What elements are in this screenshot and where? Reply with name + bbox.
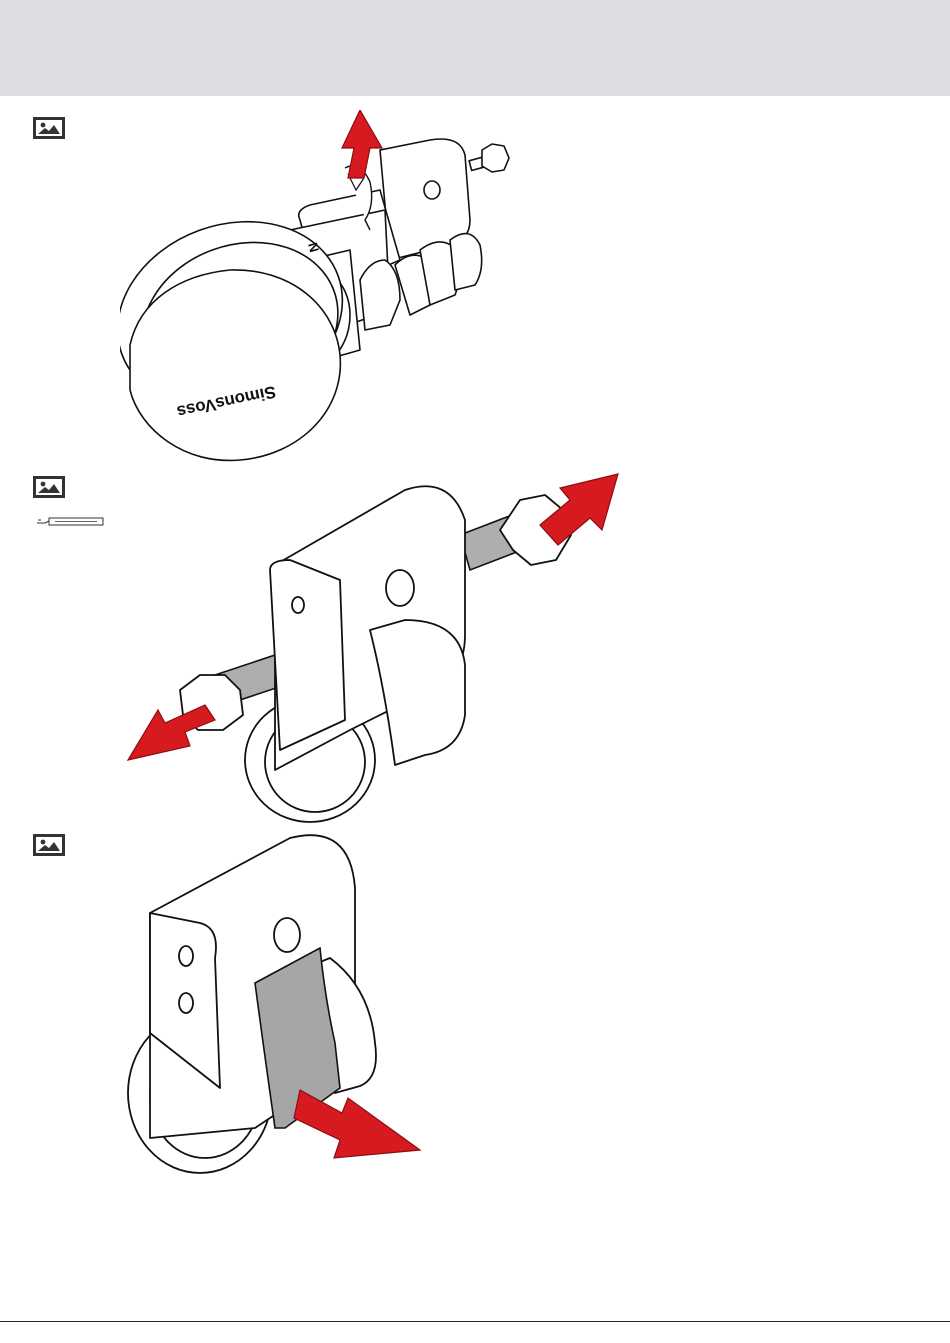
figure-step-2	[120, 470, 630, 830]
footer-rule	[0, 1321, 950, 1322]
clamp-illustration	[120, 470, 630, 830]
figure-step-3	[120, 828, 430, 1188]
picture-icon	[32, 116, 66, 140]
picture-icon	[32, 833, 66, 857]
header-band	[0, 0, 950, 96]
pin-tool-icon	[35, 515, 105, 529]
picture-icon	[32, 475, 66, 499]
clamp-removal-illustration	[120, 828, 430, 1188]
red-arrow-outward-left	[128, 705, 215, 760]
cylinder-illustration: N SimonsVoss	[120, 110, 540, 470]
figure-step-1: N SimonsVoss	[120, 110, 540, 470]
red-arrow-down-right	[294, 1090, 420, 1158]
